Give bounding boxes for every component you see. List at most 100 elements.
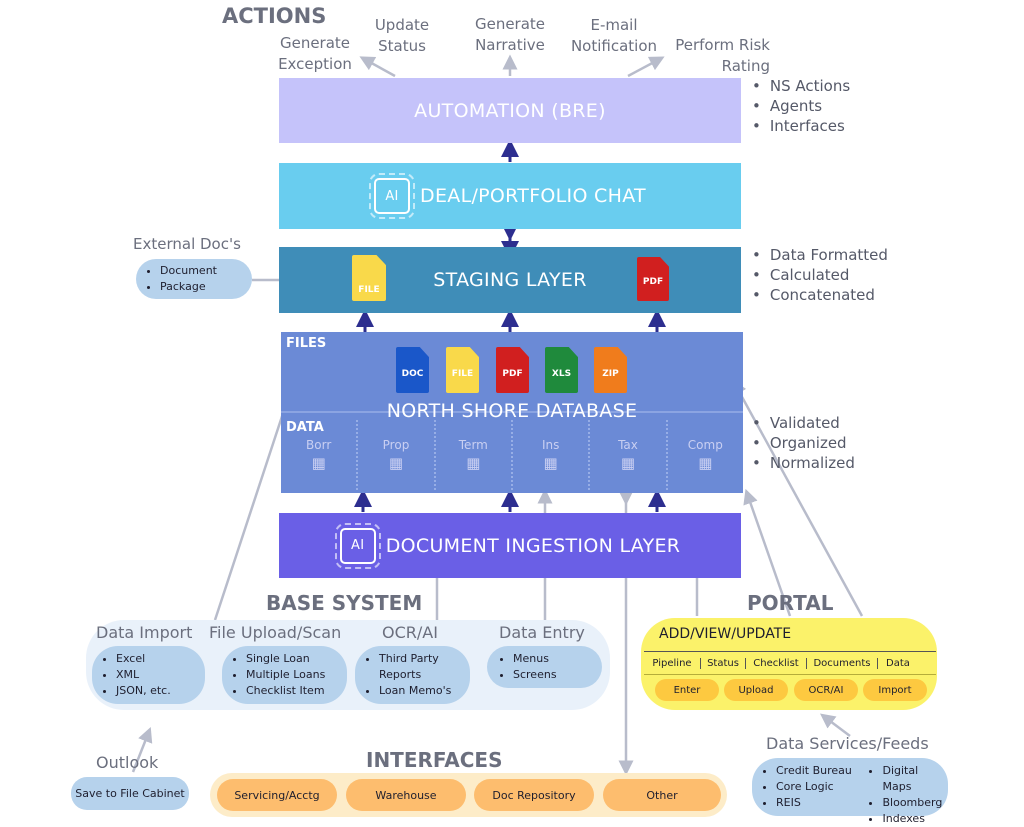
chat-layer[interactable]: AI DEAL/PORTFOLIO CHAT [279, 163, 741, 229]
file-upload-pill[interactable]: Single Loan Multiple Loans Checklist Ite… [222, 646, 347, 704]
bullet-item: Concatenated [752, 285, 888, 305]
ingestion-layer[interactable]: AI DOCUMENT INGESTION LAYER [279, 513, 741, 578]
table-icon: ▦ [543, 454, 558, 472]
data-label: DATA [286, 420, 324, 435]
group-title-data-import: Data Import [96, 623, 193, 642]
ocr-ai-button[interactable]: OCR/AI [794, 679, 858, 701]
ai-chip-icon: AI [369, 173, 416, 219]
arrow-feeds-to-portal [820, 713, 851, 737]
action-update-status: Update Status [374, 16, 430, 55]
data-services-title: Data Services/Feeds [766, 734, 929, 753]
actions-title: ACTIONS [222, 4, 327, 28]
zip-file-icon: ZIP [594, 347, 627, 393]
data-services-pill[interactable]: Credit Bureau Core Logic REIS Digital Ma… [752, 758, 948, 825]
enter-button[interactable]: Enter [655, 679, 719, 701]
table-borr[interactable]: Borr▦ [281, 420, 359, 490]
chat-label: DEAL/PORTFOLIO CHAT [420, 185, 646, 207]
list-item: Document [160, 263, 252, 279]
doc-repository-button[interactable]: Doc Repository [474, 779, 594, 811]
list-item: Single Loan [246, 651, 347, 667]
action-generate-narrative: Generate Narrative [474, 15, 546, 54]
list-item: Bloomberg [882, 795, 948, 811]
table-prop[interactable]: Prop▦ [358, 420, 436, 490]
ocr-ai-pill[interactable]: Third Party Reports Loan Memo's [355, 646, 470, 704]
table-icon: ▦ [311, 454, 326, 472]
ingestion-label: DOCUMENT INGESTION LAYER [385, 534, 681, 557]
interfaces-title: INTERFACES [366, 748, 503, 772]
bullet-item: Calculated [752, 265, 888, 285]
automation-bullets: NS Actions Agents Interfaces [752, 76, 850, 136]
table-term[interactable]: Term▦ [436, 420, 513, 490]
table-icon: ▦ [466, 454, 481, 472]
arrow-to-generate-exception [359, 56, 396, 78]
list-item: Third Party Reports [379, 651, 449, 683]
table-ins[interactable]: Ins▦ [513, 420, 591, 490]
table-comp[interactable]: Comp▦ [668, 420, 743, 490]
generic-file-icon: FILE [446, 347, 479, 393]
xls-file-icon: XLS [545, 347, 578, 393]
arrow-to-perform-risk [627, 56, 665, 78]
ai-chip-icon: AI [334, 522, 381, 569]
database-bullets: Validated Organized Normalized [752, 413, 855, 473]
tab-status[interactable]: Status [701, 657, 746, 669]
file-icon: FILE [352, 255, 386, 301]
external-docs-title: External Doc's [133, 235, 241, 253]
staging-label: STAGING LAYER [433, 269, 587, 291]
ai-badge: AI [351, 538, 365, 553]
group-title-file-upload: File Upload/Scan [209, 623, 342, 642]
action-perform-risk-rating: Perform Risk Rating [675, 36, 770, 75]
bullet-item: Organized [752, 433, 855, 453]
staging-layer[interactable]: STAGING LAYER [279, 247, 741, 313]
automation-layer[interactable]: AUTOMATION (BRE) [279, 78, 741, 143]
list-item: Menus [513, 651, 602, 667]
bullet-item: Validated [752, 413, 855, 433]
import-button[interactable]: Import [863, 679, 927, 701]
tab-checklist[interactable]: Checklist [746, 657, 807, 669]
pdf-icon: PDF [637, 257, 669, 301]
other-button[interactable]: Other [603, 779, 721, 811]
list-item: Checklist Item [246, 683, 347, 699]
arrow-portal-to-db [743, 488, 792, 617]
external-docs-pill[interactable]: Document Package [136, 259, 252, 299]
action-generate-exception: Generate Exception [278, 34, 352, 73]
list-item: Package [160, 279, 252, 295]
table-icon: ▦ [388, 454, 404, 472]
list-item: Indexes [882, 811, 948, 827]
tab-data[interactable]: Data [886, 657, 910, 669]
data-import-pill[interactable]: Excel XML JSON, etc. [92, 646, 205, 704]
list-item: Loan Memo's [379, 683, 470, 699]
list-item: XML [116, 667, 205, 683]
base-system-title: BASE SYSTEM [266, 591, 423, 615]
portal-heading: ADD/VIEW/UPDATE [659, 626, 792, 642]
tab-documents[interactable]: Documents [807, 657, 878, 669]
table-tax[interactable]: Tax▦ [590, 420, 668, 490]
group-title-data-entry: Data Entry [499, 623, 585, 642]
bullet-item: Normalized [752, 453, 855, 473]
list-item: Digital Maps [882, 763, 948, 795]
ai-badge: AI [385, 188, 399, 204]
save-to-file-cabinet-button[interactable]: Save to File Cabinet [71, 777, 189, 810]
bullet-item: Data Formatted [752, 245, 888, 265]
warehouse-button[interactable]: Warehouse [346, 779, 466, 811]
table-icon: ▦ [620, 454, 636, 472]
action-email-notification: E-mail Notification [570, 16, 658, 55]
list-item: Core Logic [776, 779, 864, 795]
dark-arrows [354, 139, 666, 512]
arrow-import-to-files [213, 378, 297, 621]
list-item: Credit Bureau [776, 763, 864, 779]
files-label: FILES [286, 336, 327, 351]
table-icon: ▦ [698, 454, 713, 472]
portal-title: PORTAL [747, 591, 834, 615]
bullet-item: Interfaces [752, 116, 850, 136]
database-tables: Borr▦ Prop▦ Term▦ Ins▦ Tax▦ Comp▦ [281, 420, 743, 490]
upload-button[interactable]: Upload [724, 679, 788, 701]
data-entry-pill[interactable]: Menus Screens [487, 646, 602, 688]
arrow-outlook-up [131, 727, 153, 773]
pdf-file-icon: PDF [496, 347, 529, 393]
servicing-acctg-button[interactable]: Servicing/Acctg [217, 779, 337, 811]
bullet-item: NS Actions [752, 76, 850, 96]
list-item: Multiple Loans [246, 667, 347, 683]
group-title-ocr-ai: OCR/AI [382, 623, 438, 642]
list-item: REIS [776, 795, 864, 811]
tab-pipeline[interactable]: Pipeline [644, 657, 701, 669]
